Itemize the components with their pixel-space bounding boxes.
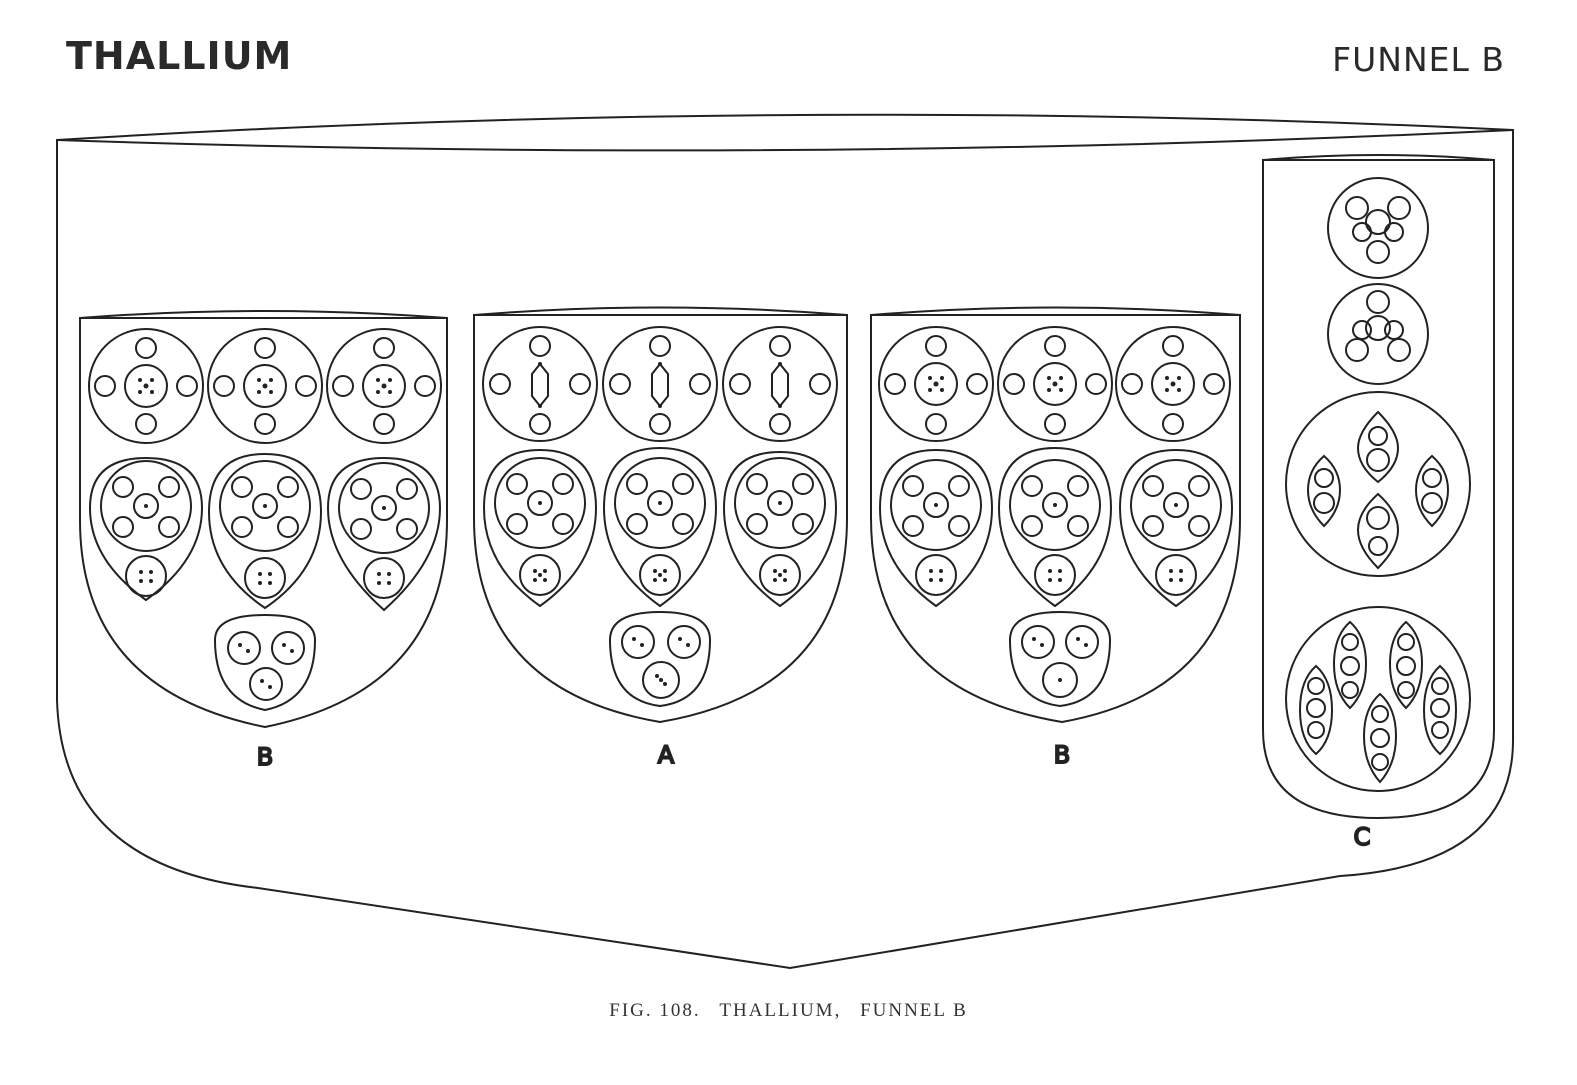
caption-fig: FIG. 108. [609,1000,701,1021]
shield-b-left [79,310,448,729]
outer-funnel [56,113,1514,970]
shield-a-center [473,306,848,724]
label-b-right: B [1054,741,1070,769]
caption-subtitle: FUNNEL B [860,1000,968,1021]
funnel-heading: FUNNEL B [1332,40,1505,79]
shield-b-right [870,306,1241,724]
element-heading: THALLIUM [66,34,293,78]
label-a-center: A [658,741,675,769]
nuclear-dots [138,362,1183,689]
figure-caption: FIG. 108. THALLIUM, FUNNEL B [0,1000,1577,1022]
caption-title: THALLIUM, [719,1000,842,1021]
label-c-column: C [1354,823,1371,851]
column-c [1262,154,1495,820]
label-b-left: B [257,743,273,771]
